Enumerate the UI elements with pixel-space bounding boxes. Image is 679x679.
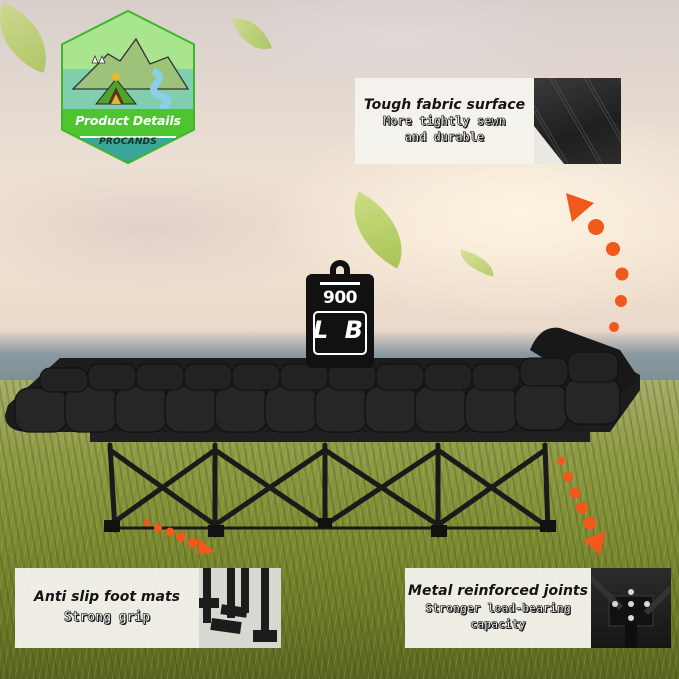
badge-brand: PROCANDS xyxy=(99,137,157,147)
feature-title: Anti slip foot mats xyxy=(34,589,180,606)
weight-capacity-tag: 900 L B xyxy=(300,250,380,368)
weight-value: 900 xyxy=(323,288,358,308)
weight-icon xyxy=(306,260,374,368)
camping-cot-image xyxy=(5,327,640,538)
feature-subtitle: More tightly sewn xyxy=(383,113,506,129)
foot-mats-closeup-image xyxy=(199,568,281,648)
fabric-closeup-image xyxy=(534,78,621,164)
feature-subtitle: capacity xyxy=(470,617,526,632)
feature-subtitle: and durable xyxy=(404,130,485,145)
feature-title: Metal reinforced joints xyxy=(408,583,588,600)
weight-unit: L B xyxy=(313,316,367,344)
feature-callout-fabric: Tough fabric surface More tightly sewn a… xyxy=(355,78,621,164)
feature-title: Tough fabric surface xyxy=(363,96,526,113)
camping-mountain-tent-icon xyxy=(61,9,195,165)
product-details-badge: Product Details PROCANDS xyxy=(58,9,198,165)
badge-title: Product Details xyxy=(75,113,181,128)
feature-callout-foot-mats: Anti slip foot mats Strong grip xyxy=(15,568,281,648)
feature-subtitle: Stronger load-bearing xyxy=(425,601,571,616)
feature-callout-joints: Metal reinforced joints Stronger load-be… xyxy=(405,568,671,648)
joint-closeup-image xyxy=(591,568,671,648)
feature-subtitle: Strong grip xyxy=(63,610,151,626)
